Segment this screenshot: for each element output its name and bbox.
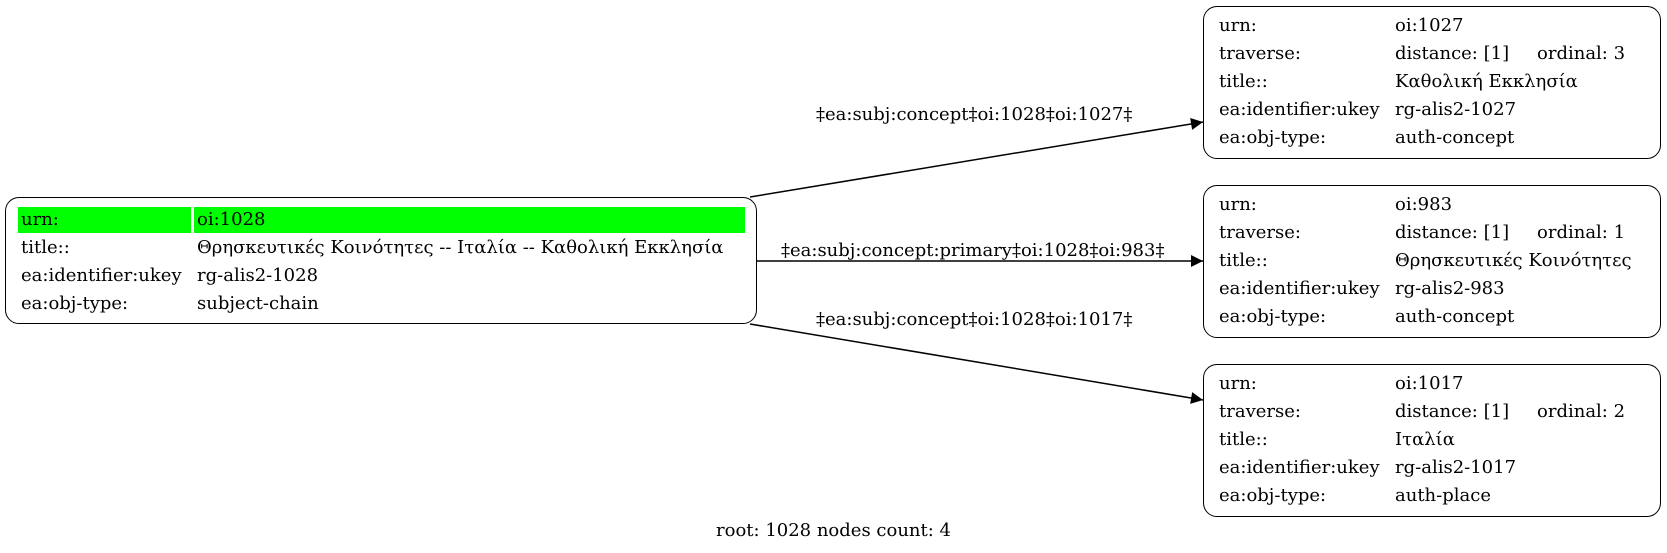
type-value: auth-place: [1395, 485, 1491, 506]
root-ukey-value: rg-alis2-1028: [197, 265, 319, 286]
root-title-value: Θρησκευτικές Κοινότητες -- Ιταλία -- Καθ…: [197, 237, 724, 258]
type-value: auth-concept: [1395, 127, 1515, 148]
title-key: title::: [1219, 250, 1268, 271]
node-1027[interactable]: urn: oi:1027 traverse: distance: [1] ord…: [1203, 6, 1661, 159]
urn-key: urn:: [1219, 373, 1257, 394]
title-value: Θρησκευτικές Κοινότητες: [1395, 250, 1632, 271]
edge-label-983: ‡ea:subj:concept:primary‡oi:1028‡oi:983‡: [781, 240, 1165, 261]
root-type-key: ea:obj-type:: [21, 293, 129, 314]
root-node[interactable]: urn: oi:1028 title:: Θρησκευτικές Κοινότ…: [5, 197, 757, 324]
edge-label-1017: ‡ea:subj:concept‡oi:1028‡oi:1017‡: [816, 309, 1133, 330]
root-title-key: title::: [21, 237, 70, 258]
distance-value: distance: [1]: [1395, 222, 1510, 243]
title-value: Ιταλία: [1395, 429, 1455, 450]
distance-value: distance: [1]: [1395, 401, 1510, 422]
edge-line-1017: [749, 323, 1204, 404]
title-key: title::: [1219, 429, 1268, 450]
root-row-urn: urn: oi:1028: [18, 207, 750, 233]
root-row-ukey: ea:identifier:ukey rg-alis2-1028: [18, 263, 750, 289]
root-urn-key: urn:: [18, 207, 191, 233]
type-key: ea:obj-type:: [1219, 306, 1327, 327]
traverse-key: traverse:: [1219, 222, 1301, 243]
title-value: Καθολική Εκκλησία: [1395, 71, 1578, 92]
ukey-key: ea:identifier:ukey: [1219, 457, 1380, 478]
distance-value: distance: [1]: [1395, 43, 1510, 64]
node-983[interactable]: urn: oi:983 traverse: distance: [1] ordi…: [1203, 185, 1661, 338]
type-value: auth-concept: [1395, 306, 1515, 327]
edge-label-1027: ‡ea:subj:concept‡oi:1028‡oi:1027‡: [816, 104, 1133, 125]
traverse-key: traverse:: [1219, 43, 1301, 64]
root-urn-value: oi:1028: [194, 207, 745, 233]
graph-footer: root: 1028 nodes count: 4: [716, 520, 951, 541]
urn-key: urn:: [1219, 15, 1257, 36]
urn-value: oi:1027: [1395, 15, 1464, 36]
root-row-title: title:: Θρησκευτικές Κοινότητες -- Ιταλί…: [18, 235, 750, 261]
urn-key: urn:: [1219, 194, 1257, 215]
ukey-key: ea:identifier:ukey: [1219, 99, 1380, 120]
title-key: title::: [1219, 71, 1268, 92]
ukey-value: rg-alis2-1017: [1395, 457, 1517, 478]
ukey-value: rg-alis2-983: [1395, 278, 1505, 299]
type-key: ea:obj-type:: [1219, 485, 1327, 506]
ukey-key: ea:identifier:ukey: [1219, 278, 1380, 299]
ordinal-value: ordinal: 2: [1537, 401, 1626, 422]
ordinal-value: ordinal: 3: [1537, 43, 1626, 64]
ordinal-value: ordinal: 1: [1537, 222, 1626, 243]
root-ukey-key: ea:identifier:ukey: [21, 265, 182, 286]
traverse-key: traverse:: [1219, 401, 1301, 422]
urn-value: oi:983: [1395, 194, 1453, 215]
node-1017[interactable]: urn: oi:1017 traverse: distance: [1] ord…: [1203, 364, 1661, 517]
edge-line-1027: [749, 118, 1204, 198]
urn-value: oi:1017: [1395, 373, 1464, 394]
root-row-type: ea:obj-type: subject-chain: [18, 291, 750, 317]
ukey-value: rg-alis2-1027: [1395, 99, 1517, 120]
root-type-value: subject-chain: [197, 293, 319, 314]
type-key: ea:obj-type:: [1219, 127, 1327, 148]
